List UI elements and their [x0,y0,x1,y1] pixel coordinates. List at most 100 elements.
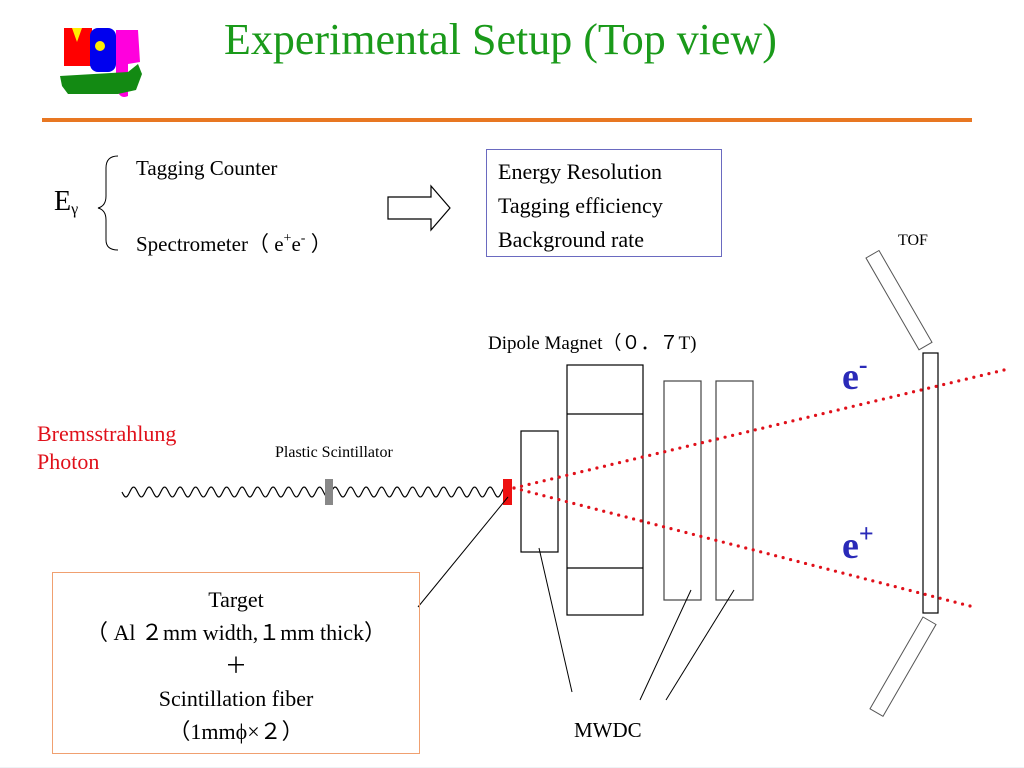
electron-track-dot [746,430,750,434]
electron-track-dot [942,382,946,387]
positron-track-dot [669,527,673,531]
electron-track-dot [535,480,539,485]
positron-track-dot [968,604,972,608]
tof-central-bar [922,352,939,614]
positron-track-dot [774,554,778,558]
mwdc-chamber-2 [663,380,702,601]
positron-track-dot [639,519,643,523]
electron-track-dot [881,397,885,401]
target [503,479,512,505]
electron-track-dot [851,404,855,408]
positron-track-dot [901,586,905,591]
positron-track-dot [848,573,852,577]
positron-track-dot [923,592,927,596]
bremsstrahlung-photon-label: Bremsstrahlung Photon [37,420,176,476]
electron-track-dot [648,453,652,457]
positron-track-dot [938,596,942,600]
positron-track-dot [916,590,920,595]
plastic-scintillator-label: Plastic Scintillator [275,444,393,461]
electron-track-dot [565,473,569,477]
logo-yellow-accent [72,28,82,42]
beam-label-line1: Bremsstrahlung [37,421,177,446]
electron-track-dot [927,386,931,390]
electron-track-dot [783,421,787,425]
beam-label-line2: Photon [37,449,100,474]
evaluation-item: Tagging efficiency [498,193,663,218]
electron-track-dot [663,450,667,454]
electron-track-dot [934,384,938,388]
electron-track-dot [685,444,689,448]
electron-track-dot [527,482,531,486]
positron-track-dot [811,563,815,567]
electron-track-dot [798,417,803,421]
positron-track-dot [706,536,710,540]
positron-track-dot [893,585,897,589]
electron-track-dot [957,379,961,383]
electron-track-dot [859,402,863,407]
electron-track-dot [776,422,780,427]
positron-track-dot [542,494,546,498]
electron-track-dot [723,435,727,439]
plus-sup: + [283,231,292,246]
electron-track-dot [904,392,908,396]
positron-track-dot [564,499,568,504]
electron-track-dot [550,477,554,481]
electron-track-dot [829,410,833,414]
evaluation-item: Energy Resolution [498,159,662,184]
electron-track-dot [987,372,991,376]
electron-track-dot [633,457,637,461]
positron-track-dot [594,507,598,511]
positron-track-dot [572,501,576,506]
target-leader-line [417,496,509,608]
title-divider [42,118,972,122]
electron-track-dot [700,441,705,445]
electron-track-dot [572,471,576,476]
gamma-subscript: γ [71,201,79,218]
electron-track-dot [836,408,840,412]
particle-tracks [512,368,1006,608]
positron-track-dot [863,577,867,581]
positron-track-dot [841,571,845,575]
positron-track-dot [646,521,651,525]
electron-track-dot [753,428,757,432]
electron-charge: - [858,350,868,379]
electron-track-dot [678,446,682,450]
electron-symbol: e [842,356,859,398]
electron-track-dot [791,419,795,423]
positron-track-dot [796,559,800,564]
electron-track-dot [806,415,810,419]
positron-track-dot [818,565,823,569]
electron-track-dot [874,399,878,403]
positron-track-dot [781,556,785,560]
target-info-line: Target [208,587,264,612]
positron-track-dot [624,515,628,519]
mwdc-leader-3 [665,589,735,701]
electron-track-dot [866,401,870,405]
curly-brace [97,155,119,251]
target-info-line: （ Al ２mm width,１mm thick） [85,620,387,645]
positron-track-dot [549,496,553,500]
positron-track-dot [654,523,658,527]
dipole-magnet-label: Dipole Magnet（０．７T) [488,333,697,354]
electron-track-dot [587,468,591,472]
electron-track-dot [640,455,644,459]
positron-track-dot [931,594,935,598]
mwdc-label: MWDC [574,718,642,742]
slide-title: Experimental Setup (Top view) [224,15,777,64]
photon-energy-symbol: Eγ [54,186,78,219]
positron-symbol: e [842,525,859,567]
target-info-line: ＋ [224,653,247,678]
positron-track-dot [632,517,636,521]
electron-track-dot [602,464,607,468]
electron-track-dot [919,388,923,392]
electron-track-dot [768,424,772,428]
electron-track-dot [979,373,983,378]
tagging-counter-label: Tagging Counter [136,156,278,180]
positron-track-dot [579,503,583,508]
electron-track-dot [670,448,674,452]
electron-track-dot [519,484,524,488]
target-info-line: Scintillation fiber [158,686,314,711]
electron-track-dot [708,439,712,443]
electron-track-dot [821,411,825,416]
spectrometer-label: Spectrometer（ e+e- ） [136,228,332,258]
